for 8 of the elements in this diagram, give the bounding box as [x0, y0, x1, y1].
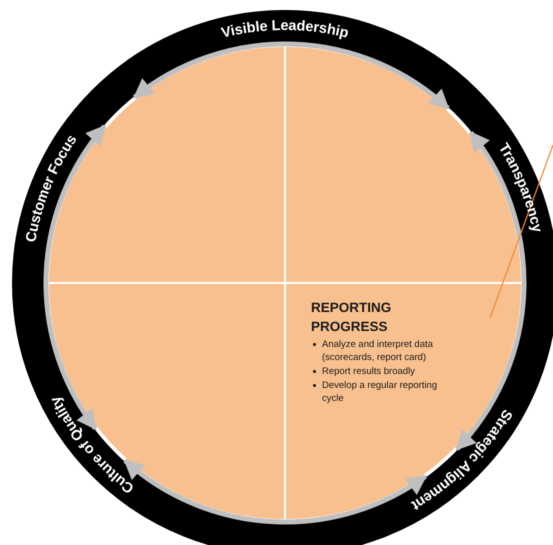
bullet-text: Report results broadly [322, 365, 416, 378]
bullet-text: Develop a regular reporting cycle [322, 379, 438, 405]
cycle-arrow [44, 124, 107, 430]
section-heading: REPORTING PROGRESS [311, 299, 392, 336]
ring-label: Visible Leadership [220, 18, 350, 42]
cycle-arrow [132, 42, 450, 110]
bullet-text: Analyze and interpret data (scorecards, report card) [322, 338, 434, 364]
cycle-arrow [124, 458, 428, 524]
